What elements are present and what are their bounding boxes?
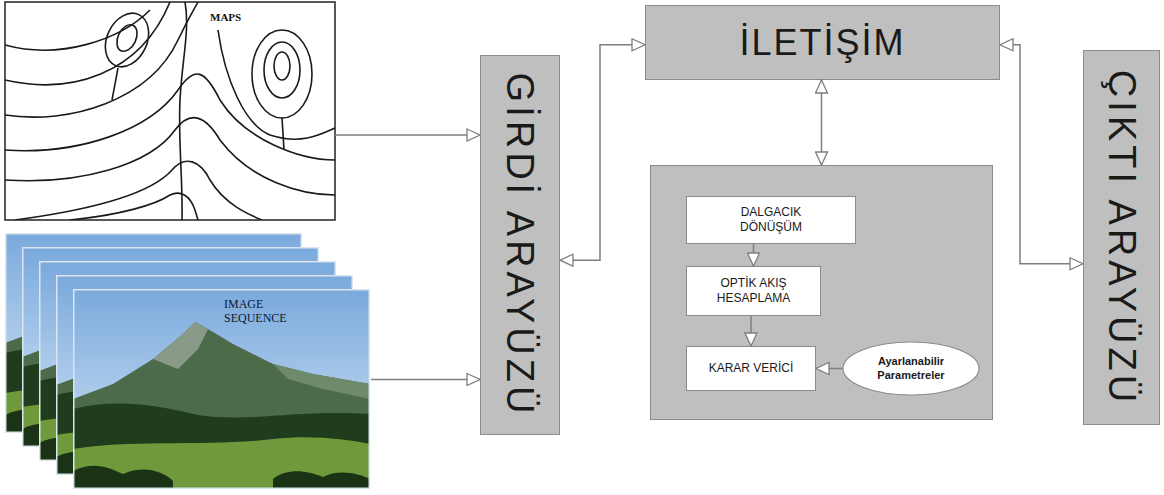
contour-line: [274, 52, 290, 80]
stream-line: [282, 118, 284, 150]
contour-lines: [5, 2, 335, 220]
parameter-ellipse: Ayarlanabilir Parametreler: [842, 341, 980, 396]
box-label: İLETİŞİM: [739, 20, 905, 65]
box-label: ÇIKTI ARAYÜZÜ: [1103, 69, 1141, 405]
communication-box: İLETİŞİM: [645, 5, 1000, 80]
contour-line: [218, 30, 335, 139]
connector-arrow: [1000, 45, 1083, 264]
connector-arrow: [821, 80, 823, 165]
map-frame: [5, 2, 335, 220]
photo-frame: [73, 289, 370, 489]
contour-map-image: MAPS: [5, 2, 335, 220]
image-label: MAPS: [208, 11, 243, 24]
connector-arrow: [371, 379, 480, 381]
processing-unit: DALGACIK DÖNÜŞÜM OPTİK AKIŞ HESAPLAMA KARA…: [650, 165, 993, 420]
image-sequence: IMAGE SEQUENCE: [5, 233, 371, 490]
photo-stack: [5, 233, 370, 489]
contour-line: [113, 22, 141, 55]
contour-line: [15, 161, 262, 220]
box-label: KARAR VERİCİ: [709, 361, 794, 376]
contour-line: [5, 2, 170, 85]
contour-line: [5, 10, 150, 50]
process-box: OPTİK AKIŞ HESAPLAMA: [686, 266, 821, 316]
ridge-line: [180, 2, 187, 220]
output-interface-box: ÇIKTI ARAYÜZÜ: [1083, 50, 1160, 425]
box-label: GİRDİ ARAYÜZÜ: [501, 73, 539, 418]
connector-arrow: [560, 45, 645, 260]
contour-map: [5, 2, 335, 220]
ellipse-outline: [843, 342, 979, 395]
contour-line: [5, 118, 335, 195]
contour-line: [70, 193, 198, 220]
decision-box: KARAR VERİCİ: [686, 346, 816, 391]
box-label: DALGACIK DÖNÜŞÜM: [730, 205, 812, 235]
image-label: IMAGE SEQUENCE: [222, 297, 326, 326]
input-interface-box: GİRDİ ARAYÜZÜ: [480, 55, 560, 435]
contour-line: [264, 42, 300, 98]
contour-line: [252, 30, 312, 118]
ellipse-label: Ayarlanabilir Parametreler: [866, 355, 956, 383]
contour-line: [5, 74, 335, 160]
connector-arrow: [335, 134, 480, 136]
stream-line: [112, 68, 118, 100]
process-box: DALGACIK DÖNÜŞÜM: [686, 196, 856, 244]
box-label: OPTİK AKIŞ HESAPLAMA: [706, 276, 801, 306]
